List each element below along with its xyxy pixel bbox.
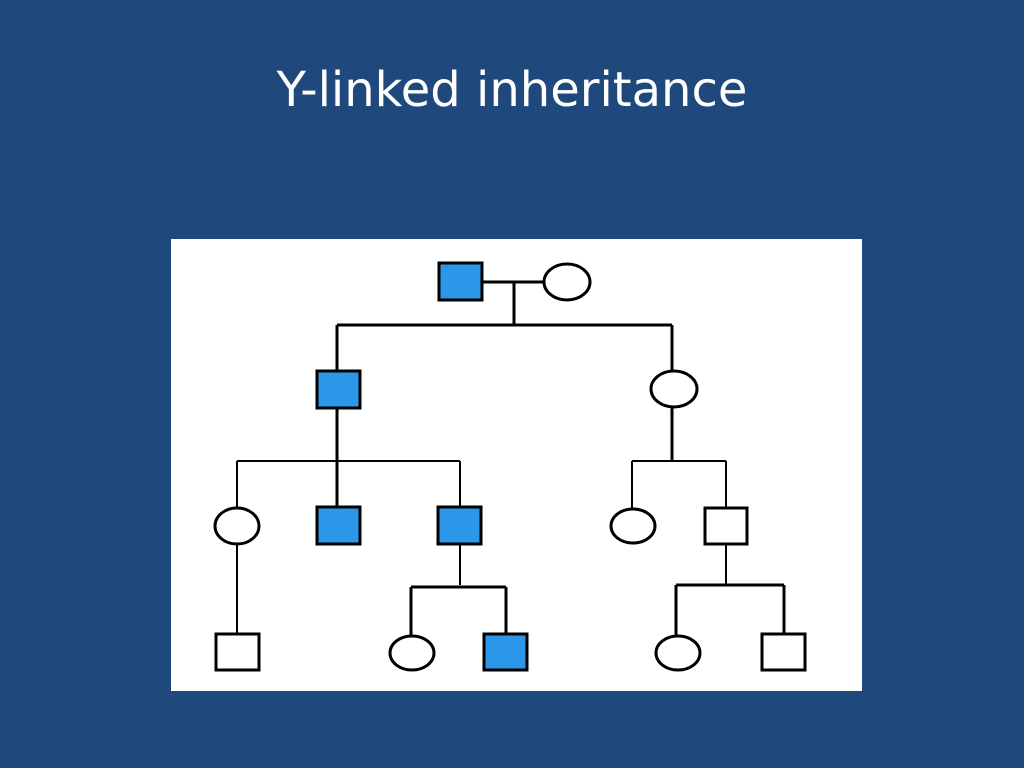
unaffected-female-symbol bbox=[654, 634, 702, 672]
unaffected-female-symbol bbox=[388, 634, 436, 672]
lines bbox=[236, 280, 786, 637]
unaffected-female-symbol bbox=[542, 262, 592, 302]
affected-male-symbol bbox=[482, 632, 529, 672]
individuals bbox=[213, 261, 807, 672]
unaffected-male-symbol bbox=[214, 632, 261, 672]
unaffected-female-symbol bbox=[649, 369, 699, 409]
unaffected-female-symbol bbox=[609, 507, 657, 545]
pedigree-chart bbox=[171, 239, 862, 691]
unaffected-male-symbol bbox=[760, 632, 807, 672]
slide-title: Y-linked inheritance bbox=[276, 62, 748, 118]
affected-male-symbol bbox=[315, 505, 362, 546]
unaffected-male-symbol bbox=[703, 506, 749, 546]
pedigree-svg bbox=[213, 261, 807, 672]
affected-male-symbol bbox=[436, 505, 483, 546]
affected-male-symbol bbox=[315, 369, 362, 410]
affected-male-symbol bbox=[437, 261, 484, 302]
unaffected-female-symbol bbox=[213, 506, 261, 546]
